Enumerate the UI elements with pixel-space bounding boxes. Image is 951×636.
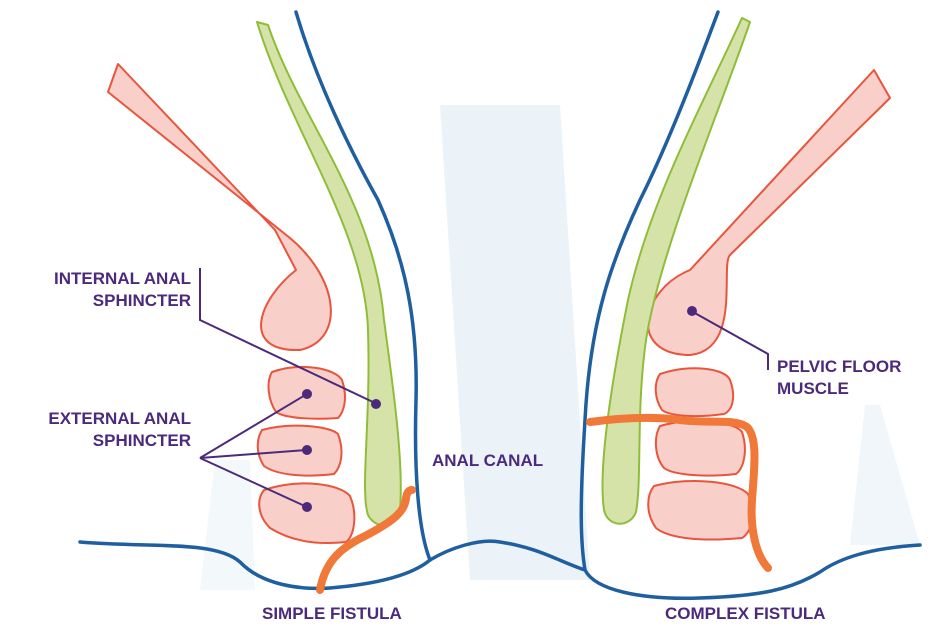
ext-sphincter-segment-5: [656, 421, 745, 476]
dot-external-2: [302, 445, 312, 455]
right-external-sphincter-segments: [648, 368, 752, 539]
label-pelvic-line1: PELVIC FLOOR: [777, 356, 901, 378]
label-external-line2: SPHINCTER: [48, 430, 191, 452]
ext-sphincter-segment-6: [648, 481, 752, 540]
caption-simple-fistula: SIMPLE FISTULA: [262, 604, 402, 624]
label-anal-canal: ANAL CANAL: [432, 450, 543, 472]
label-internal-line2: SPHINCTER: [54, 290, 191, 312]
label-external-anal-sphincter: EXTERNAL ANAL SPHINCTER: [48, 408, 191, 452]
dot-pelvic-floor: [687, 306, 697, 316]
label-pelvic-floor-muscle: PELVIC FLOOR MUSCLE: [777, 356, 901, 400]
label-internal-line1: INTERNAL ANAL: [54, 268, 191, 290]
caption-complex-fistula: COMPLEX FISTULA: [665, 604, 826, 624]
label-internal-anal-sphincter: INTERNAL ANAL SPHINCTER: [54, 268, 191, 312]
dot-internal-sphincter: [371, 399, 381, 409]
dot-external-3: [302, 502, 312, 512]
ext-sphincter-segment-4: [656, 368, 733, 416]
label-external-line1: EXTERNAL ANAL: [48, 408, 191, 430]
label-pelvic-line2: MUSCLE: [777, 378, 901, 400]
dot-external-1: [302, 389, 312, 399]
right-pelvic-floor-muscle: [648, 70, 890, 355]
